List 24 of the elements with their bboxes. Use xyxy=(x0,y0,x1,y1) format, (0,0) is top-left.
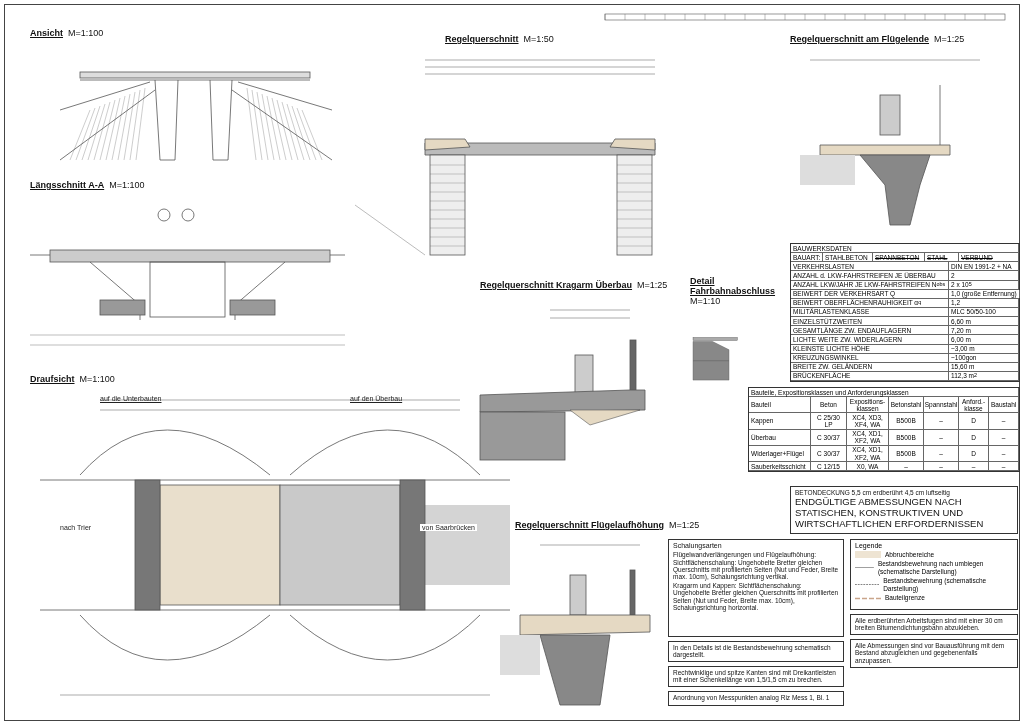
view-title: Längsschnitt A-A xyxy=(30,180,105,190)
view-title: Regelquerschnitt am Flügelende xyxy=(790,34,930,44)
scale-text: M=1:10 xyxy=(690,296,721,306)
view-title: Regelquerschnitt xyxy=(445,34,519,44)
note-text: ENDGÜLTIGE ABMESSUNGEN NACH STATISCHEN, KONSTRUKTIVEN UND WIRTSCHAFTLICHEN ERFORDERNISSEN xyxy=(795,497,985,531)
note-box xyxy=(850,639,1018,668)
note-box xyxy=(850,614,1018,635)
scale-text: M=1:25 xyxy=(934,34,965,44)
scale-text: M=1:100 xyxy=(68,28,104,38)
note-box xyxy=(668,641,844,662)
note-box xyxy=(668,691,844,706)
view-title: Draufsicht xyxy=(30,374,75,384)
view-title: Regelquerschnitt Kragarm Überbau xyxy=(480,280,633,290)
note-box xyxy=(790,486,1018,534)
view-title: Detail Fahrbahnabschluss xyxy=(690,276,777,296)
scale-text: M=1:100 xyxy=(79,374,115,384)
scale-text: M=1:50 xyxy=(523,34,554,44)
note-box xyxy=(668,666,844,687)
scale-text: M=1:25 xyxy=(669,520,700,530)
view-title: Regelquerschnitt Flügelaufhöhung xyxy=(515,520,664,530)
note-box xyxy=(668,539,844,637)
scale-text: M=1:100 xyxy=(109,180,145,190)
view-title: Ansicht xyxy=(30,28,63,38)
scale-text: M=1:25 xyxy=(637,280,668,290)
